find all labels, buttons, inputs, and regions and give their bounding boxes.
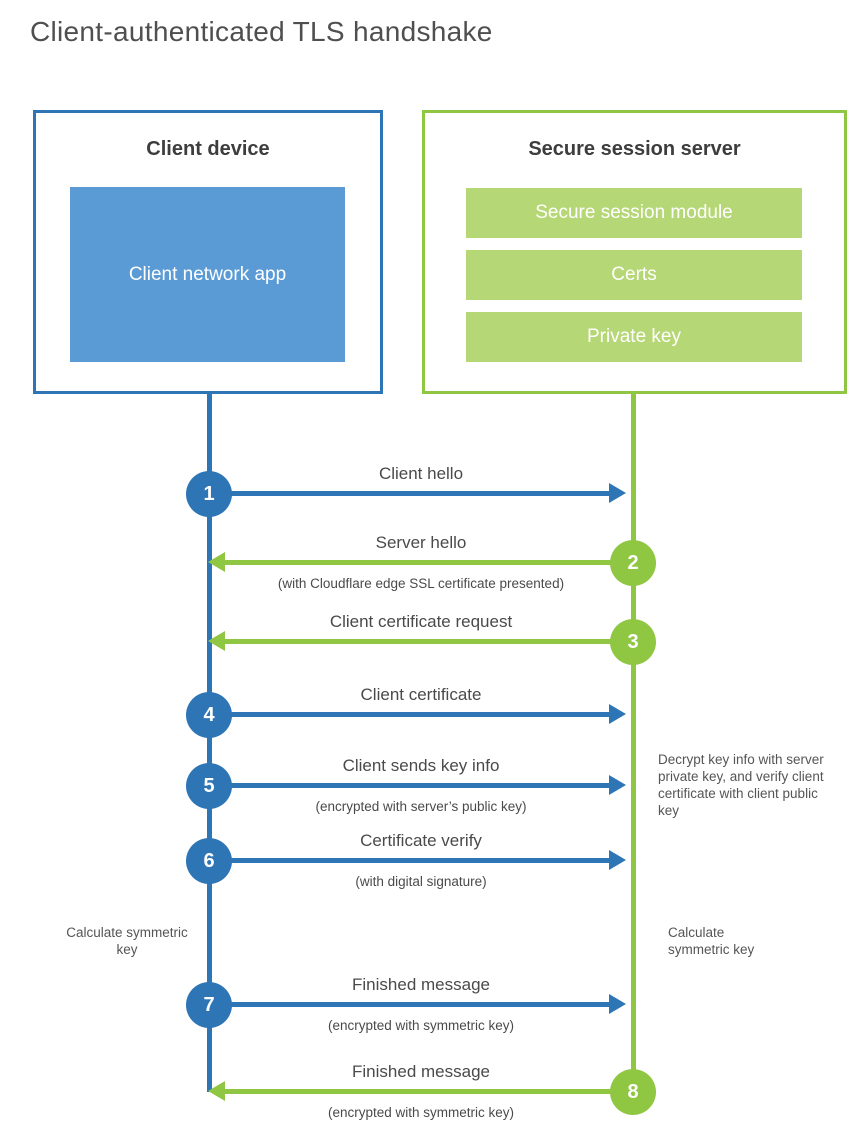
server-decrypt-note: Decrypt key info with server private key… (658, 752, 824, 818)
arrow-right-icon (609, 704, 626, 724)
step-number-badge: 4 (186, 692, 232, 738)
server-calculate-symmetric-key-note: Calculate symmetric key (668, 925, 755, 957)
step-label: Server hello (375, 533, 467, 552)
client-network-app-box: Client network app (70, 187, 345, 362)
arrow-right-icon (609, 850, 626, 870)
arrow-shaft (209, 858, 611, 863)
arrow-left-icon (208, 552, 225, 572)
step-label: Finished message (352, 1062, 490, 1081)
page-title: Client-authenticated TLS handshake (30, 16, 493, 47)
step-number-badge: 1 (186, 471, 232, 517)
server-lifeline (631, 394, 636, 1092)
server-module-certs: Certs (466, 250, 802, 300)
step-label: Certificate verify (360, 831, 482, 850)
server-module-private-key: Private key (466, 312, 802, 362)
arrow-shaft (223, 560, 633, 565)
step-number-badge: 7 (186, 982, 232, 1028)
step-sublabel: (with Cloudflare edge SSL certificate pr… (277, 576, 565, 591)
arrow-shaft (223, 1089, 633, 1094)
step-4-client-certificate: Client certificate 4 (186, 685, 633, 738)
client-device-box: Client device Client network app (33, 110, 383, 394)
step-sublabel: (encrypted with server’s public key) (315, 799, 527, 814)
step-label: Client sends key info (342, 756, 500, 775)
step-8-finished-message: Finished message (encrypted with symmetr… (208, 1062, 656, 1120)
step-2-server-hello: Server hello (with Cloudflare edge SSL c… (208, 533, 656, 591)
step-number-badge: 5 (186, 763, 232, 809)
arrow-shaft (223, 639, 633, 644)
step-number-badge: 3 (610, 619, 656, 665)
step-label: Client certificate request (329, 612, 513, 631)
arrow-left-icon (208, 631, 225, 651)
step-number-badge: 6 (186, 838, 232, 884)
step-number-badge: 2 (610, 540, 656, 586)
step-sublabel: (encrypted with symmetric key) (327, 1105, 515, 1120)
arrow-shaft (209, 712, 611, 717)
arrow-right-icon (609, 483, 626, 503)
client-lifeline (207, 394, 212, 1092)
step-1-client-hello: Client hello 1 (186, 464, 633, 517)
server-module-secure-session-module: Secure session module (466, 188, 802, 238)
step-sublabel: (with digital signature) (355, 874, 487, 889)
arrow-right-icon (609, 775, 626, 795)
step-label: Client certificate (360, 685, 482, 704)
step-6-certificate-verify: Certificate verify (with digital signatu… (186, 831, 633, 889)
step-number-badge: 8 (610, 1069, 656, 1115)
arrow-left-icon (208, 1081, 225, 1101)
arrow-shaft (209, 783, 611, 788)
step-label: Finished message (352, 975, 490, 994)
step-3-client-certificate-request: Client certificate request 3 (208, 612, 656, 665)
step-sublabel: (encrypted with symmetric key) (327, 1018, 515, 1033)
step-7-finished-message: Finished message (encrypted with symmetr… (186, 975, 633, 1033)
arrow-shaft (209, 491, 611, 496)
arrow-right-icon (609, 994, 626, 1014)
step-5-client-sends-key-info: Client sends key info (encrypted with se… (186, 756, 633, 814)
client-device-title: Client device (146, 138, 270, 160)
client-calculate-symmetric-key-note: Calculate symmetric key (66, 925, 188, 957)
secure-session-server-box: Secure session server Secure session mod… (422, 110, 847, 394)
arrow-shaft (209, 1002, 611, 1007)
secure-session-server-title: Secure session server (528, 138, 741, 160)
step-label: Client hello (378, 464, 464, 483)
